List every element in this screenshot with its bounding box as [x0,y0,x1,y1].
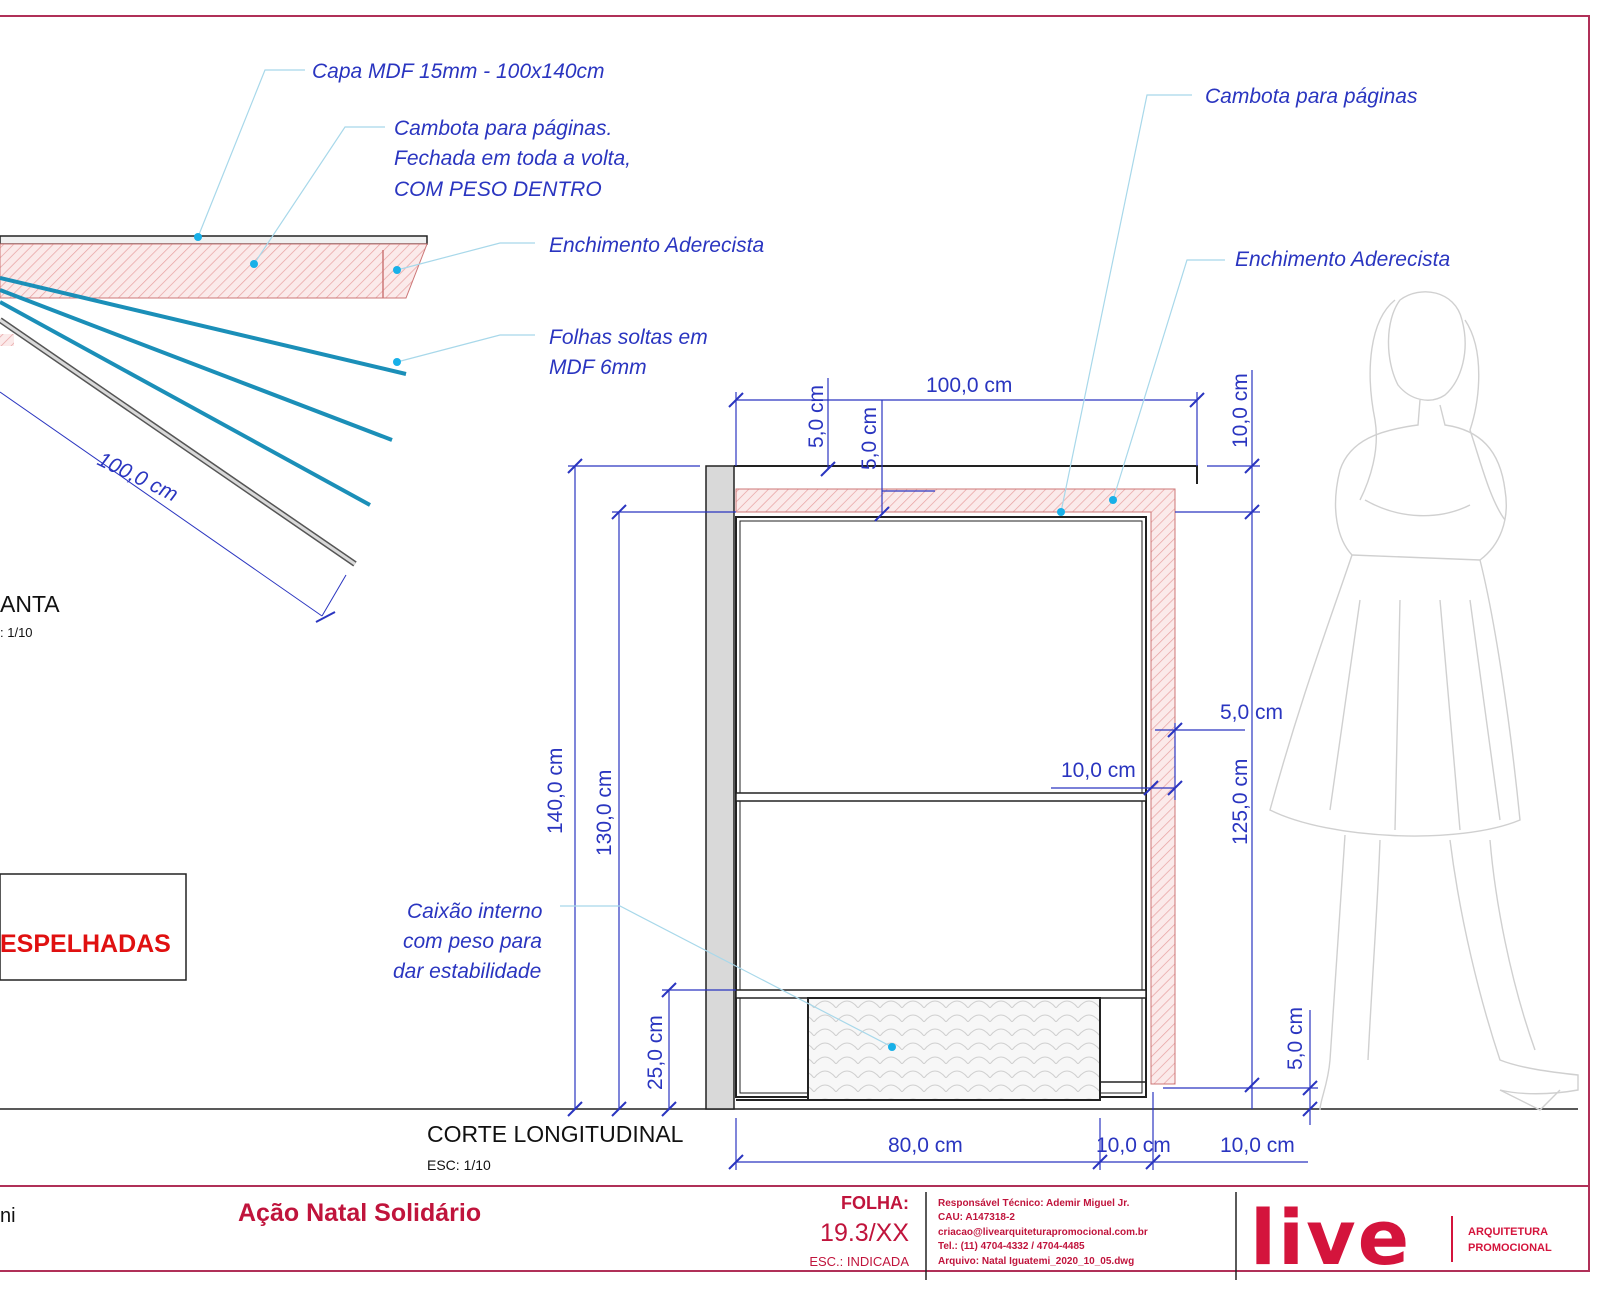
leader-enchimento [396,242,535,271]
dim-right-height: 125,0 cm [1229,759,1252,845]
dim-side-inner: 10,0 cm [1061,759,1136,782]
callout-cambota-section: Cambota para páginas [1205,85,1418,108]
info-cau: CAU: A147318-2 [938,1212,1015,1223]
plan-view: Capa MDF 15mm - 100x140cm Cambota para p… [0,60,764,640]
leader-cambota [253,126,385,265]
leader-caixao [560,905,893,1048]
back-cover-inner [0,318,356,566]
dim-box-height: 25,0 cm [644,1015,667,1090]
callout-cambota-line-3: COM PESO DENTRO [394,178,602,201]
leader-folhas [396,334,535,363]
plan-scale: : 1/10 [0,625,33,640]
dim-top-right: 10,0 cm [1229,373,1252,448]
leader-dot [393,358,401,366]
dim-base-gap: 5,0 cm [1284,1007,1307,1070]
shelf-middle [735,792,1147,802]
dim-bottom-c: 10,0 cm [1220,1134,1295,1157]
info-email: criacao@livearquiteturapromocional.com.b… [938,1227,1148,1238]
project-name: Ação Natal Solidário [238,1199,481,1227]
section-title: CORTE LONGITUDINAL [427,1121,684,1147]
dim-bottom-b: 10,0 cm [1096,1134,1171,1157]
folha-label: FOLHA: [841,1193,909,1213]
dim-side-gap: 5,0 cm [1220,701,1283,724]
callout-cambota-line-2: Fechada em toda a volta, [394,147,631,170]
plan-dimension-ext [321,574,347,617]
brand-logo: live [1250,1193,1411,1282]
dim-top-gap-a: 5,0 cm [805,385,828,448]
note-espelhadas: ESPELHADAS [0,930,171,958]
loose-leaf-1 [0,276,407,376]
weight-box [807,997,1101,1101]
callout-enchimento-section: Enchimento Aderecista [1235,248,1450,271]
escala-label: ESC.: INDICADA [809,1254,909,1269]
callout-caixao-line-2: com peso para [403,930,542,953]
leader-dot [1109,496,1117,504]
plan-dimension-label: 100,0 cm [94,448,182,507]
dim-inner-height: 130,0 cm [593,770,616,856]
top-edge [734,465,1198,484]
cover-panel [705,465,735,1110]
callout-caixao-line-1: Caixão interno [407,900,543,923]
leader-dot [1057,508,1065,516]
hinge-detail [0,334,14,346]
callout-folhas-line-1: Folhas soltas em [549,326,708,349]
leader-cambota-section [1060,94,1192,513]
leader-enchimento-section [1112,259,1225,501]
leader-dot [194,233,202,241]
info-phone: Tel.: (11) 4704-4332 / 4704-4485 [938,1241,1085,1252]
callout-enchimento: Enchimento Aderecista [549,234,764,257]
dim-top-gap-b: 5,0 cm [858,407,881,470]
loose-leaf-3 [0,300,371,507]
leader-dot [393,266,401,274]
callout-folhas-line-2: MDF 6mm [549,356,647,379]
section-view: Cambota para páginas Enchimento Aderecis… [0,85,1578,1173]
plan-dimension-line [0,391,323,617]
title-block: ni Ação Natal Solidário FOLHA: 19.3/XX E… [0,1192,1552,1282]
logo-tag-1: ARQUITETURA [1468,1226,1548,1238]
leader-dot [888,1043,896,1051]
info-responsavel: Responsável Técnico: Ademir Miguel Jr. [938,1198,1130,1209]
note-box [0,873,187,981]
section-scale: ESC: 1/10 [427,1157,491,1173]
client-name: ni [0,1205,16,1227]
dim-total-height: 140,0 cm [544,748,567,834]
dim-bottom-a: 80,0 cm [888,1134,963,1157]
callout-cambota-line-1: Cambota para páginas. [394,117,612,140]
plan-dimension-tick [315,611,336,623]
callout-capa: Capa MDF 15mm - 100x140cm [312,60,605,83]
loose-leaf-2 [0,288,393,442]
plan-title: ANTA [0,591,60,617]
folha-value: 19.3/XX [820,1219,909,1247]
cambota-plan [0,243,428,299]
shelf-lower [735,989,1147,999]
callout-caixao-line-3: dar estabilidade [393,960,541,983]
leader-dot [250,260,258,268]
section-dimensions [567,370,1318,1170]
dim-top-width: 100,0 cm [926,374,1012,397]
leader-capa [197,69,305,238]
human-scale-figure [1269,291,1579,1111]
info-arquivo: Arquivo: Natal Iguatemi_2020_10_05.dwg [938,1256,1134,1267]
logo-tag-2: PROMOCIONAL [1468,1242,1552,1254]
capa-mdf-board [0,235,428,245]
